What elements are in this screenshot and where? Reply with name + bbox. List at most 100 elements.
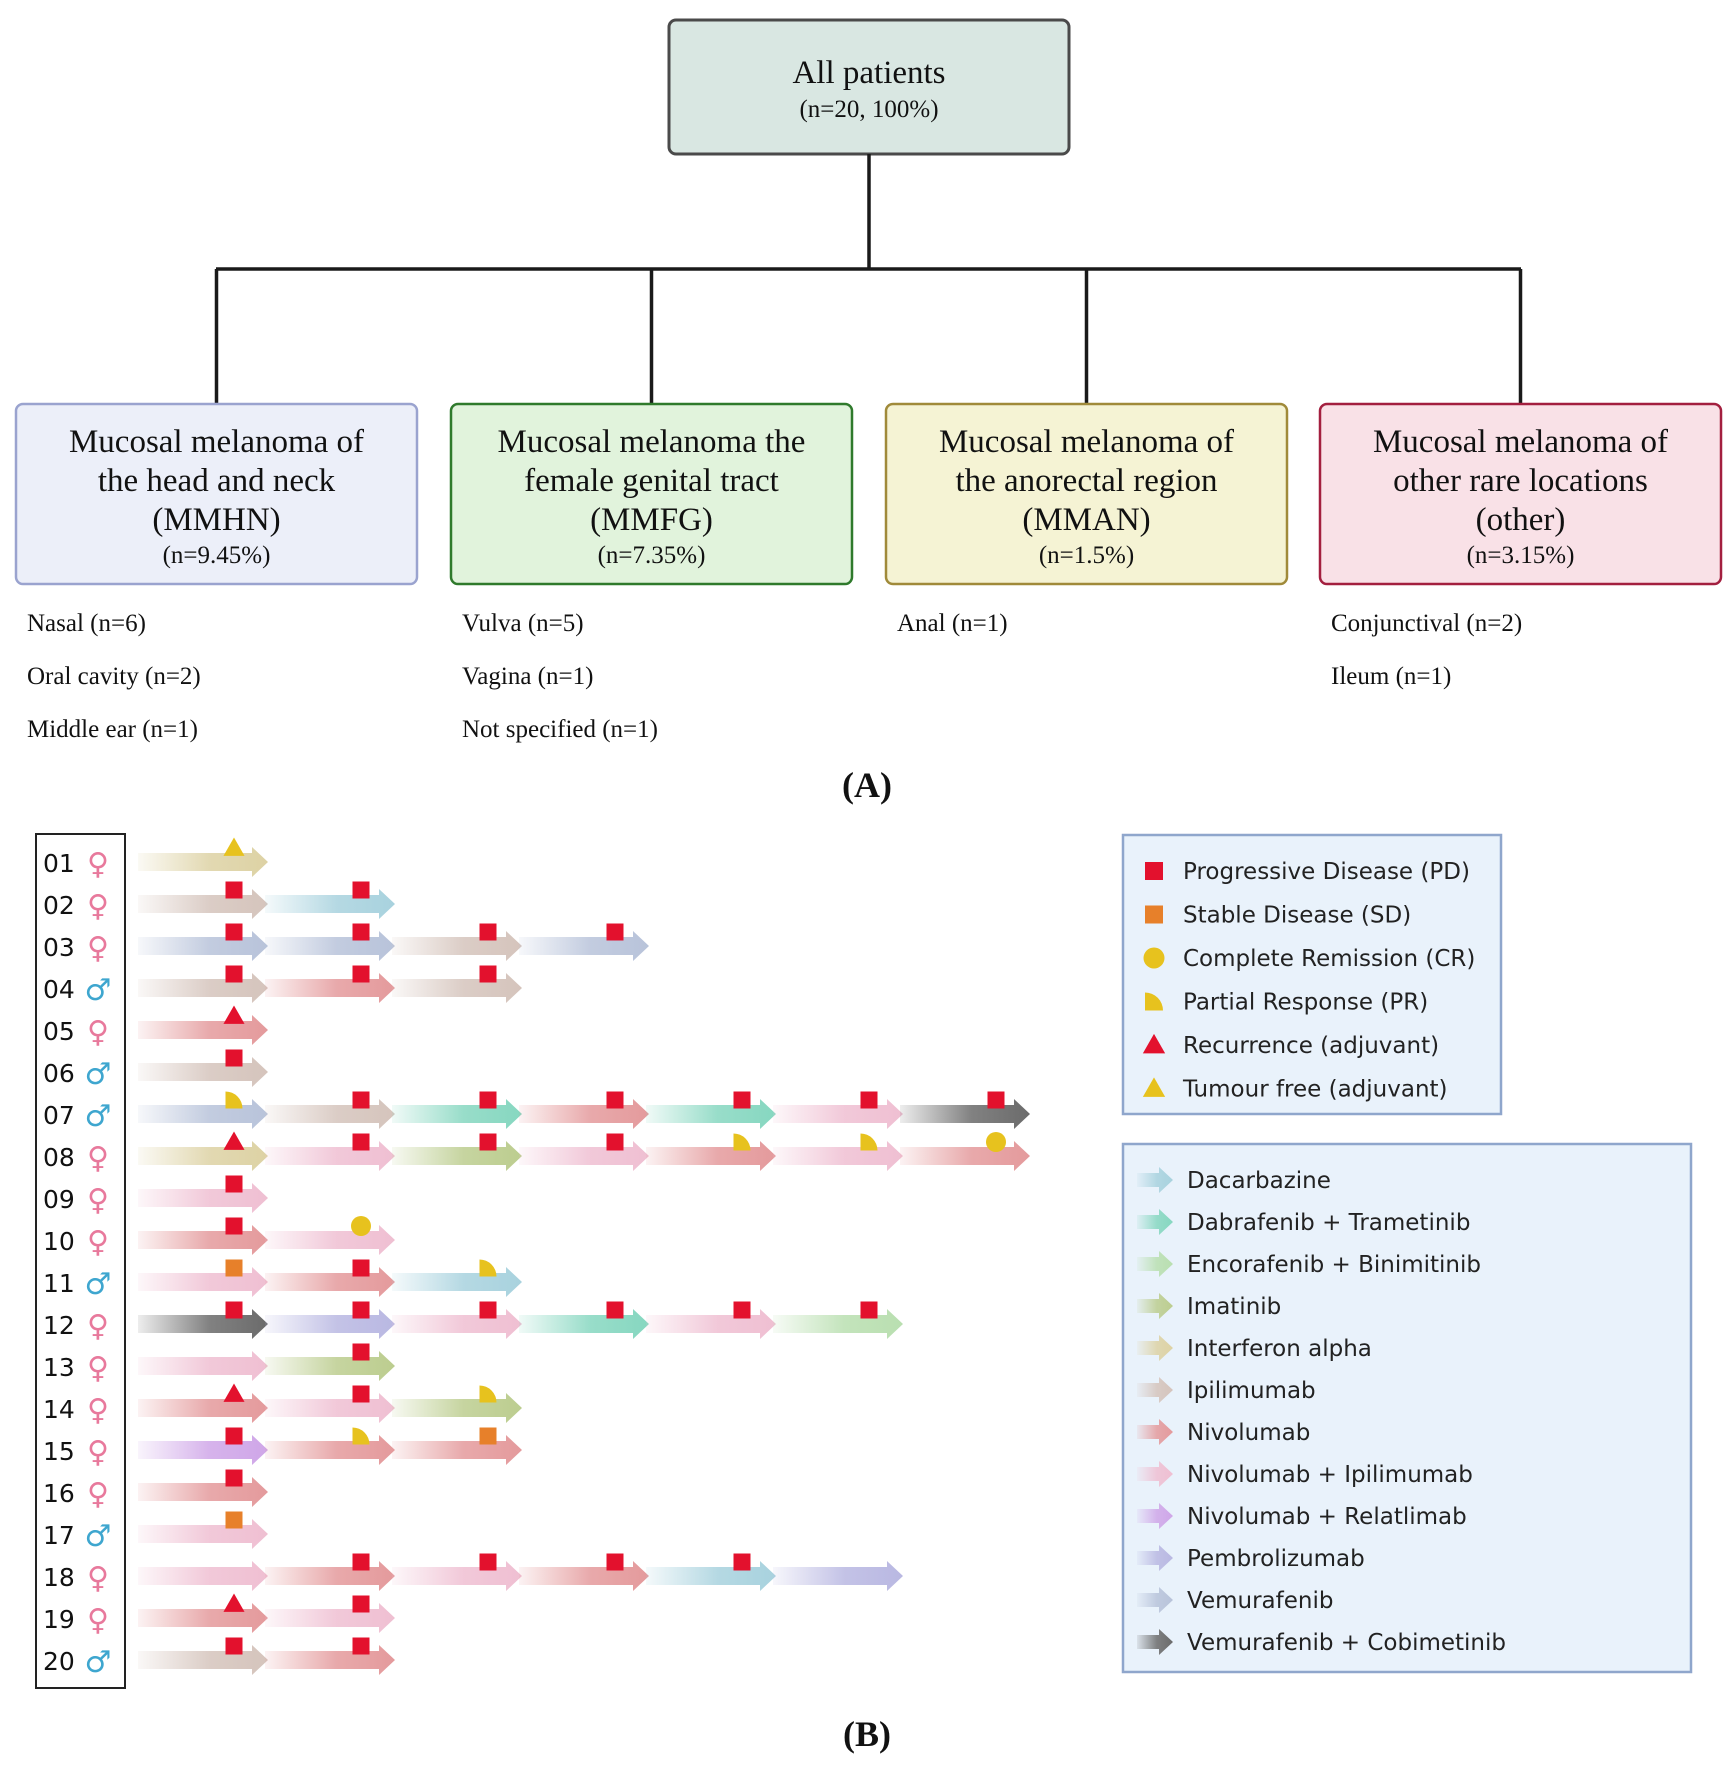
treatment-legend-swatch <box>1137 1545 1173 1571</box>
treatment-arrow <box>138 1603 268 1633</box>
treatment-arrow <box>773 1309 903 1339</box>
outcome-cr-marker <box>351 1216 371 1236</box>
patient-row: 18 ♀ <box>43 1553 903 1596</box>
outcome-legend <box>1121 833 1503 1116</box>
treatment-arrow <box>265 1561 395 1591</box>
group-title-line: the head and neck <box>98 463 336 499</box>
patient-row: 16♀ <box>43 1469 268 1512</box>
treatment-arrow <box>265 1351 395 1381</box>
treatment-legend-label: Nivolumab + Relatlimab <box>1187 1504 1467 1530</box>
site-label: Not specified (n=1) <box>462 716 658 743</box>
treatment-arrow <box>265 1225 395 1255</box>
outcome-pd-marker <box>225 923 243 941</box>
outcome-sd-marker <box>225 1511 243 1529</box>
treatment-legend-swatch <box>1137 1209 1173 1235</box>
female-icon: ♀ <box>87 1477 109 1512</box>
outcome-pd-marker <box>352 1553 370 1571</box>
outcome-pd-marker <box>606 923 624 941</box>
treatment-arrow <box>773 1561 903 1591</box>
treatment-legend-label: Dabrafenib + Trametinib <box>1187 1210 1470 1236</box>
treatment-legend-label: Vemurafenib <box>1187 1588 1333 1614</box>
outcome-pr-marker <box>1145 992 1163 1011</box>
outcome-tf-marker <box>1142 1077 1166 1097</box>
outcome-pd-marker <box>987 1091 1005 1109</box>
outcome-pd-marker <box>352 1595 370 1613</box>
patient-id: 04 <box>43 975 75 1004</box>
group-title-line: Mucosal melanoma of <box>69 424 364 460</box>
treatment-legend-swatch <box>1137 1335 1173 1361</box>
outcome-pd-marker <box>352 881 370 899</box>
patient-id: 10 <box>43 1227 75 1256</box>
outcome-pr-marker <box>860 1133 878 1151</box>
patient-row: 19♀ <box>43 1593 395 1638</box>
outcome-pd-marker <box>352 1091 370 1109</box>
patient-id: 07 <box>43 1101 75 1130</box>
outcome-sd-marker <box>1145 905 1163 924</box>
outcome-pd-marker <box>860 1091 878 1109</box>
treatment-arrow <box>138 1393 268 1423</box>
outcome-pd-marker <box>225 1175 243 1193</box>
patient-id: 20 <box>43 1647 75 1676</box>
patient-row: 12♀ <box>43 1301 903 1344</box>
patient-row: 09♀ <box>43 1175 268 1218</box>
site-label: Vulva (n=5) <box>462 610 584 637</box>
patient-row: 05♀ <box>43 1005 268 1050</box>
outcome-sd-marker <box>225 1259 243 1277</box>
outcome-pr-marker <box>733 1133 751 1151</box>
female-icon: ♀ <box>87 1351 109 1386</box>
female-icon: ♀ <box>87 1561 109 1596</box>
treatment-legend-label: Imatinib <box>1187 1294 1281 1320</box>
panel-b-treatment-lines: 01♀02♀03♀04♂05♀06♂07♂08♀09♀10♀11♂12♀13♀1… <box>35 833 1693 1754</box>
patient-row: 20♂ <box>43 1637 395 1680</box>
site-label: Ileum (n=1) <box>1331 663 1451 690</box>
group-count: (n=9.45%) <box>163 542 271 569</box>
group-title-line: Mucosal melanoma the <box>498 424 806 460</box>
root-subtitle: (n=20, 100%) <box>799 96 938 123</box>
female-icon: ♀ <box>87 1309 109 1344</box>
treatment-arrow <box>646 1309 776 1339</box>
outcome-pd-marker <box>352 1637 370 1655</box>
group-count: (n=3.15%) <box>1467 542 1575 569</box>
outcome-pd-marker <box>479 923 497 941</box>
treatment-arrow <box>773 1141 903 1171</box>
treatment-arrow <box>138 1015 268 1045</box>
treatment-legend-label: Encorafenib + Binimitinib <box>1187 1252 1481 1278</box>
female-icon: ♀ <box>87 1015 109 1050</box>
site-label: Middle ear (n=1) <box>27 716 198 743</box>
male-icon: ♂ <box>85 973 112 1008</box>
treatment-legend-label: Nivolumab <box>1187 1420 1310 1446</box>
patient-row: 15♀ <box>43 1427 522 1470</box>
treatment-arrow <box>646 1561 776 1591</box>
group-title-line: (MMAN) <box>1022 502 1150 538</box>
treatment-legend-swatch <box>1137 1587 1173 1613</box>
treatment-legend-label: Vemurafenib + Cobimetinib <box>1187 1630 1506 1656</box>
patient-row: 03♀ <box>43 923 649 966</box>
outcome-pd-marker <box>225 881 243 899</box>
treatment-arrow <box>138 1477 268 1507</box>
female-icon: ♀ <box>87 1435 109 1470</box>
treatment-arrow <box>392 1267 522 1297</box>
panel-a-label: (A) <box>842 765 892 805</box>
panel-a-hierarchy: All patients (n=20, 100%) Mucosal melanoma… <box>14 18 1723 805</box>
treatment-arrow <box>900 1141 1030 1171</box>
female-icon: ♀ <box>87 931 109 966</box>
treatment-legend-label: Dacarbazine <box>1187 1168 1331 1194</box>
outcome-pd-marker <box>479 1133 497 1151</box>
outcome-pd-marker <box>733 1553 751 1571</box>
root-title: All patients <box>792 55 945 91</box>
treatment-arrow <box>519 1309 649 1339</box>
outcome-pd-marker <box>606 1091 624 1109</box>
outcome-pd-marker <box>606 1301 624 1319</box>
outcome-legend-label: Tumour free (adjuvant) <box>1182 1077 1448 1103</box>
outcome-rec-marker <box>223 1593 245 1612</box>
patient-id: 17 <box>43 1521 75 1550</box>
outcome-pr-marker <box>479 1259 497 1277</box>
group-title-line: Mucosal melanoma of <box>939 424 1234 460</box>
outcome-legend-label: Complete Remission (CR) <box>1183 946 1475 972</box>
treatment-legend-swatch <box>1137 1629 1173 1655</box>
group-box <box>14 402 419 586</box>
patient-id: 18 <box>43 1563 75 1592</box>
treatment-arrow <box>138 1519 268 1549</box>
treatment-legend-label: Interferon alpha <box>1187 1336 1372 1362</box>
treatment-arrow <box>138 889 268 919</box>
